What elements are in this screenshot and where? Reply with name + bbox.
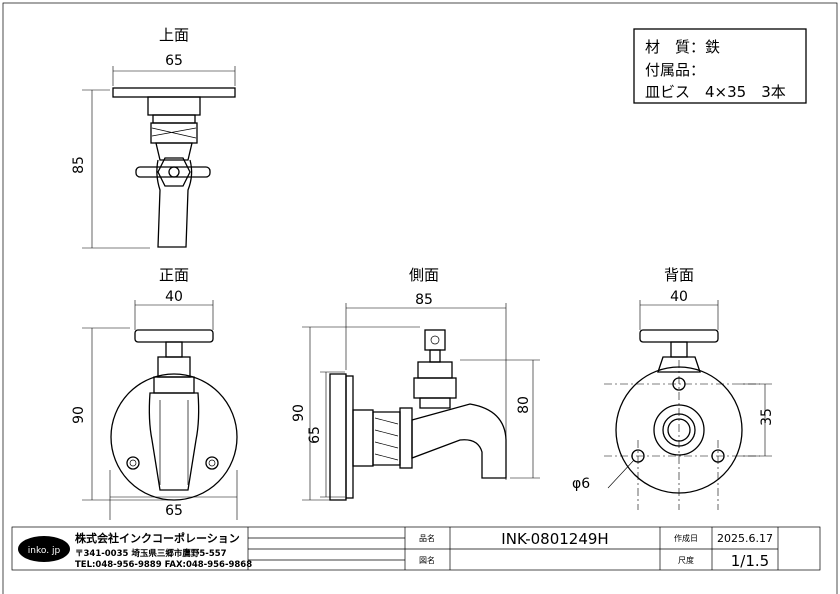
- side-height-dim-right: 80: [516, 396, 532, 414]
- back-view-title: 背面: [664, 266, 694, 284]
- back-hole-diameter: φ6: [572, 476, 590, 492]
- side-view-title: 側面: [409, 266, 439, 284]
- company-name: 株式会社インクコーポレーション: [75, 531, 240, 545]
- top-width-dim: 65: [165, 53, 183, 69]
- spec-box: 材 質：鉄 付属品： 皿ビス 4×35 3本: [633, 28, 807, 104]
- back-view: 背面 40 35 φ6: [572, 266, 775, 510]
- logo-text: inko. jp: [28, 546, 61, 556]
- front-bottom-dim: 65: [165, 503, 183, 519]
- title-block: inko. jp 株式会社インクコーポレーション 〒341-0035 埼玉県三郷…: [11, 526, 821, 571]
- front-height-dim: 90: [71, 406, 87, 424]
- front-view-title: 正面: [159, 266, 189, 284]
- company-address: 〒341-0035 埼玉県三郷市鷹野5-557: [75, 548, 227, 559]
- scale-label: 尺度: [678, 555, 694, 565]
- company-contact: TEL:048-956-9889 FAX:048-956-9868: [75, 560, 252, 570]
- back-top-dim: 40: [670, 289, 688, 305]
- side-height-dim-inner: 65: [307, 426, 323, 444]
- top-height-dim: 85: [71, 156, 87, 174]
- front-view: 正面 40 90 65: [71, 266, 238, 520]
- side-width-dim: 85: [415, 292, 433, 308]
- date-label: 作成日: [674, 533, 698, 543]
- logo: [18, 536, 70, 562]
- front-top-dim: 40: [165, 289, 183, 305]
- product-label: 品名: [419, 533, 435, 543]
- top-view-title: 上面: [159, 26, 189, 44]
- back-hole-dim: 35: [759, 408, 775, 426]
- date-value: 2025.6.17: [717, 532, 773, 545]
- side-height-dim-outer: 90: [291, 404, 307, 422]
- product-value: INK-0801249H: [501, 530, 608, 548]
- spec-accessories: 付属品：: [645, 61, 705, 79]
- spec-screws: 皿ビス 4×35 3本: [645, 83, 786, 101]
- drawing-label: 図名: [419, 555, 435, 565]
- scale-value: 1/1.5: [731, 552, 769, 570]
- side-view: 側面 85 90 65 80: [291, 266, 540, 501]
- spec-material: 材 質：鉄: [645, 38, 720, 56]
- top-view: 上面 65 85: [71, 26, 236, 249]
